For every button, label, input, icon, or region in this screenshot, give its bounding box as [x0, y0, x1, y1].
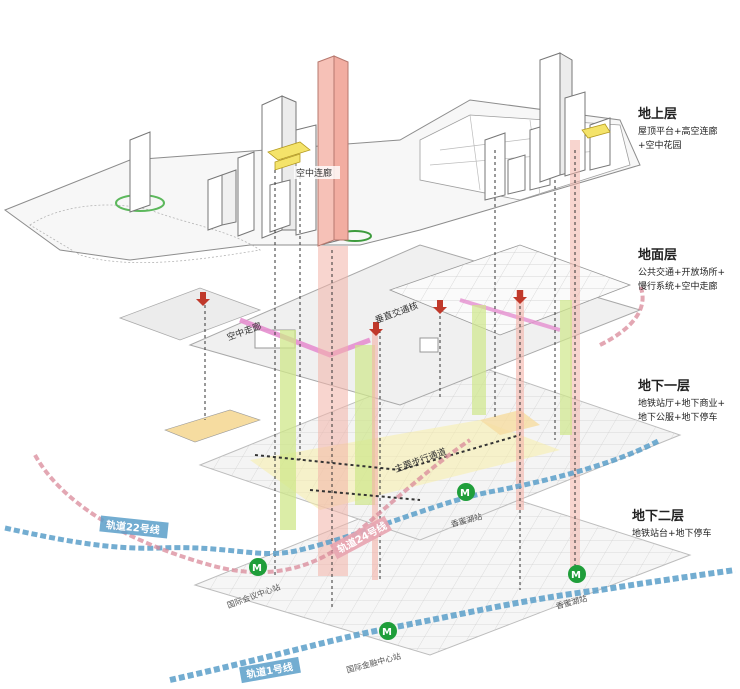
layer-desc-above-2: +空中花园: [638, 139, 682, 151]
layer-desc-b1-2: 地下公服+地下停车: [638, 411, 718, 423]
rail-lines: [4, 284, 736, 683]
legend-b2: 地下二层 地铁站台+地下停车: [632, 508, 712, 539]
metro-icon: M: [571, 570, 581, 581]
arrow-markers: [196, 290, 527, 336]
tag-sky-corridor: 空中连廊: [296, 167, 332, 179]
layer-title-above: 地上层: [638, 106, 677, 122]
sky-corridors: [267, 123, 611, 171]
layer-desc-b2-1: 地铁站台+地下停车: [632, 527, 712, 539]
station-name-3: 国际金融中心站: [345, 651, 402, 675]
legend-b1: 地下一层 地铁站厅+地下商业+ 地下公服+地下停车: [638, 378, 725, 423]
metro-icon: M: [382, 627, 392, 638]
layer-desc-b1-1: 地铁站厅+地下商业+: [638, 397, 725, 409]
layer-title-b1: 地下一层: [638, 378, 690, 394]
layer-legend: 地上层 屋顶平台+高空连廊 +空中花园 地面层 公共交通+开放场所+ 慢行系统+…: [632, 106, 725, 539]
layer-title-ground: 地面层: [638, 247, 677, 263]
layer-title-b2: 地下二层: [632, 508, 684, 524]
metro-icon: M: [252, 563, 262, 574]
layer-desc-ground-1: 公共交通+开放场所+: [638, 266, 725, 278]
metro-icon: M: [460, 488, 470, 499]
tower-group-left: [129, 55, 349, 247]
legend-above: 地上层 屋顶平台+高空连廊 +空中花园: [638, 106, 718, 151]
layer-desc-above-1: 屋顶平台+高空连廊: [638, 125, 718, 137]
legend-ground: 地面层 公共交通+开放场所+ 慢行系统+空中走廊: [638, 247, 725, 292]
layer-desc-ground-2: 慢行系统+空中走廊: [638, 280, 718, 292]
dashed-links: [204, 150, 576, 610]
